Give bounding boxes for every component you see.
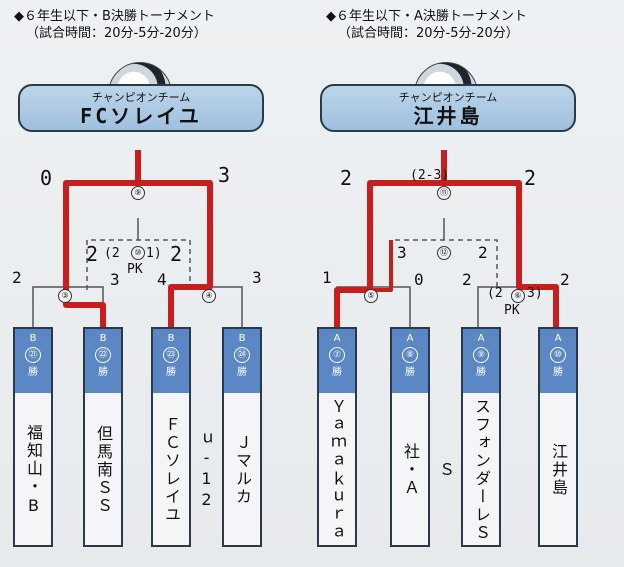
- a-team-card-2: A ⑧ 勝 社・Ａ: [390, 327, 430, 547]
- b-team-1-seed: B ㉑ 勝: [15, 329, 51, 393]
- b-team-4-name: Ｊマルカｕ-12: [197, 429, 252, 511]
- a-match-number-semi1: ⑤: [364, 289, 378, 303]
- b-final-left-score: 0: [40, 166, 53, 190]
- b-title: ◆６年生以下・B決勝トーナメント: [14, 9, 215, 24]
- b-winner-line-2: [138, 180, 213, 327]
- a-team-1-seed: A ⑦ 勝: [319, 329, 355, 393]
- a-champion-name: 江井島: [413, 104, 483, 128]
- b-champion-label: チャンピオンチーム: [91, 91, 191, 104]
- b-time: （試合時間：20分-5分-20分）: [26, 26, 207, 41]
- b-match-number-semi1: ③: [58, 289, 72, 303]
- b-team-4-seed: B ㉔ 勝: [224, 329, 260, 393]
- a-time: （試合時間：20分-5分-20分）: [338, 26, 519, 41]
- a-team-card-3: A ⑨ 勝 スフォンダーレＳＳ: [436, 327, 501, 547]
- b-third-pk-right: 1): [146, 246, 162, 261]
- b-third-left-score: 2: [86, 242, 99, 266]
- b-semi1-left-score: 2: [12, 268, 22, 287]
- b-team-3-name: ＦＣソレイユ: [162, 416, 181, 524]
- a-team-4-seed: A ⑩ 勝: [540, 329, 576, 393]
- b-third-pk-label: PK: [127, 262, 143, 277]
- a-final-right-score: 2: [524, 166, 537, 190]
- a-third-left-score: 3: [397, 243, 407, 262]
- a-match-number-final: ⑪: [437, 186, 451, 200]
- a-semi2-left-score: 2: [462, 270, 472, 289]
- a-semi2-pk-label: PK: [504, 303, 520, 318]
- b-team-card-2: B ㉒ 勝 但馬南ＳＳ: [83, 327, 123, 547]
- a-semi1-right-score: 0: [414, 270, 424, 289]
- a-match-number-semi2: ⑥: [511, 289, 525, 303]
- a-team-2-seed: A ⑧ 勝: [392, 329, 428, 393]
- b-match-number-semi2: ④: [202, 289, 216, 303]
- b-header: ◆６年生以下・B決勝トーナメント （試合時間：20分-5分-20分）: [14, 8, 215, 42]
- b-winner-line-1: [63, 150, 141, 327]
- a-team-2-name: 社・Ａ: [401, 443, 420, 497]
- b-third-right-score: 2: [170, 242, 183, 266]
- a-team-card-1: A ⑦ 勝 Ｙａｍａｋｕｒａ: [317, 327, 357, 547]
- a-final-pk: (2-3): [410, 168, 450, 183]
- a-match-number-third: ⑫: [437, 246, 451, 260]
- b-final-right-score: 3: [218, 163, 231, 187]
- a-title: ◆６年生以下・A決勝トーナメント: [326, 9, 527, 24]
- a-champion-label: チャンピオンチーム: [398, 91, 498, 104]
- b-team-card-4: B ㉔ 勝 Ｊマルカｕ-12: [197, 327, 262, 547]
- b-champion-box: チャンピオンチーム FCソレイユ: [18, 84, 264, 132]
- b-third-pk-left: (2: [104, 246, 120, 261]
- b-semi1-right-score: 3: [110, 270, 120, 289]
- a-team-3-name: スフォンダーレＳＳ: [436, 398, 491, 542]
- a-team-card-4: A ⑩ 勝 江井島: [538, 327, 578, 547]
- b-team-1-name: 福知山・B: [24, 423, 43, 517]
- b-match-number-final: ⑨: [131, 186, 145, 200]
- a-team-1-name: Ｙａｍａｋｕｒａ: [328, 398, 347, 542]
- a-semi1-left-score: 1: [322, 268, 332, 287]
- b-team-card-3: B ㉓ 勝 ＦＣソレイユ: [151, 327, 191, 547]
- b-match-number-third: ⑩: [131, 246, 145, 260]
- b-team-card-1: B ㉑ 勝 福知山・B: [13, 327, 53, 547]
- b-team-3-seed: B ㉓ 勝: [153, 329, 189, 393]
- a-team-4-name: 江井島: [549, 443, 568, 497]
- a-semi2-right-score: 2: [560, 270, 570, 289]
- a-winner-line-2: [441, 150, 559, 327]
- a-semi2-pk-left: (2: [487, 286, 503, 301]
- a-champion-box: チャンピオンチーム 江井島: [320, 84, 576, 132]
- a-team-3-seed: A ⑨ 勝: [463, 329, 499, 393]
- b-semi2-right-score: 3: [252, 268, 262, 287]
- a-third-winner-line: [370, 240, 393, 292]
- b-semi2-left-score: 4: [157, 270, 167, 289]
- a-final-left-score: 2: [340, 166, 353, 190]
- b-team-2-name: 但馬南ＳＳ: [94, 425, 113, 515]
- a-header: ◆６年生以下・A決勝トーナメント （試合時間：20分-5分-20分）: [326, 8, 527, 42]
- a-semi2-pk-right: 3): [527, 286, 543, 301]
- b-champion-name: FCソレイユ: [80, 104, 202, 128]
- b-team-2-seed: B ㉒ 勝: [85, 329, 121, 393]
- a-third-right-score: 2: [478, 243, 488, 262]
